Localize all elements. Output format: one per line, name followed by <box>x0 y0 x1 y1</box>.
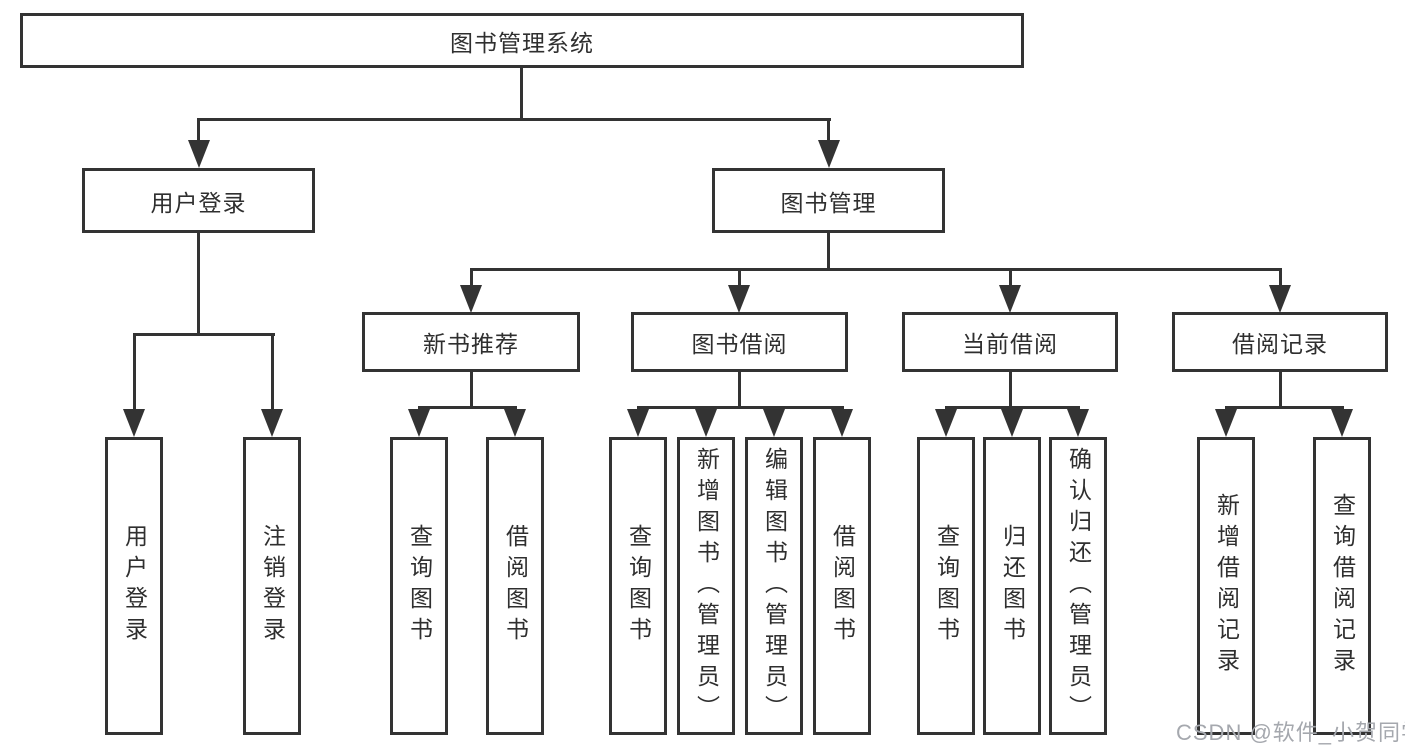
arrowhead-down <box>831 409 853 437</box>
arrowhead-down <box>1067 409 1089 437</box>
node-leaf-logout: 注销登录 <box>243 437 301 735</box>
connector-line <box>197 233 200 335</box>
arrowhead-down <box>460 285 482 313</box>
node-borrowing-records: 借阅记录 <box>1172 312 1388 372</box>
connector-line <box>738 372 741 408</box>
node-leaf-confirm-return-admin: 确认归还（管理员） <box>1049 437 1107 735</box>
arrowhead-down <box>763 409 785 437</box>
arrowhead-down <box>999 285 1021 313</box>
arrowhead-down <box>408 409 430 437</box>
node-leaf-edit-books-admin: 编辑图书（管理员） <box>745 437 803 735</box>
connector-line <box>1279 372 1282 408</box>
node-leaf-return-books: 归还图书 <box>983 437 1041 735</box>
arrowhead-down <box>627 409 649 437</box>
connector-line <box>133 333 136 411</box>
connector-line <box>738 268 741 288</box>
node-leaf-borrow-books-recommend: 借阅图书 <box>486 437 544 735</box>
connector-line <box>197 118 200 144</box>
csdn-watermark: CSDN @软件_小贺同学 <box>1176 720 1405 745</box>
connector-line <box>133 333 275 336</box>
node-book-management-system: 图书管理系统 <box>20 13 1024 68</box>
node-leaf-query-borrow-record: 查询借阅记录 <box>1313 437 1371 735</box>
node-current-borrowing: 当前借阅 <box>902 312 1118 372</box>
connector-line <box>827 233 830 271</box>
connector-line <box>1009 372 1012 408</box>
connector-line <box>1225 406 1344 409</box>
connector-line <box>1009 268 1012 288</box>
node-new-book-recommend: 新书推荐 <box>362 312 580 372</box>
node-leaf-add-books-admin: 新增图书（管理员） <box>677 437 735 735</box>
arrowhead-down <box>123 409 145 437</box>
node-user-login: 用户登录 <box>82 168 315 233</box>
arrowhead-down <box>818 140 840 168</box>
arrowhead-down <box>1331 409 1353 437</box>
node-book-management: 图书管理 <box>712 168 945 233</box>
arrowhead-down <box>935 409 957 437</box>
arrowhead-down <box>1215 409 1237 437</box>
arrowhead-down <box>504 409 526 437</box>
arrowhead-down <box>261 409 283 437</box>
node-leaf-borrow-books: 借阅图书 <box>813 437 871 735</box>
connector-line <box>470 268 1281 271</box>
node-leaf-query-books-recommend: 查询图书 <box>390 437 448 735</box>
connector-line <box>1279 268 1282 288</box>
arrowhead-down <box>1269 285 1291 313</box>
arrowhead-down <box>728 285 750 313</box>
node-leaf-add-borrow-record: 新增借阅记录 <box>1197 437 1255 735</box>
connector-line <box>637 406 844 409</box>
connector-line <box>418 406 517 409</box>
node-book-borrowing: 图书借阅 <box>631 312 848 372</box>
connector-line <box>470 372 473 408</box>
connector-line <box>271 333 274 411</box>
node-leaf-user-login: 用户登录 <box>105 437 163 735</box>
connector-line <box>197 118 831 121</box>
connector-line <box>520 68 523 120</box>
arrowhead-down <box>695 409 717 437</box>
arrowhead-down <box>1001 409 1023 437</box>
arrowhead-down <box>188 140 210 168</box>
node-leaf-query-books-current: 查询图书 <box>917 437 975 735</box>
connector-line <box>827 118 830 144</box>
node-leaf-query-books-borrowing: 查询图书 <box>609 437 667 735</box>
connector-line <box>470 268 473 288</box>
connector-line <box>945 406 1080 409</box>
